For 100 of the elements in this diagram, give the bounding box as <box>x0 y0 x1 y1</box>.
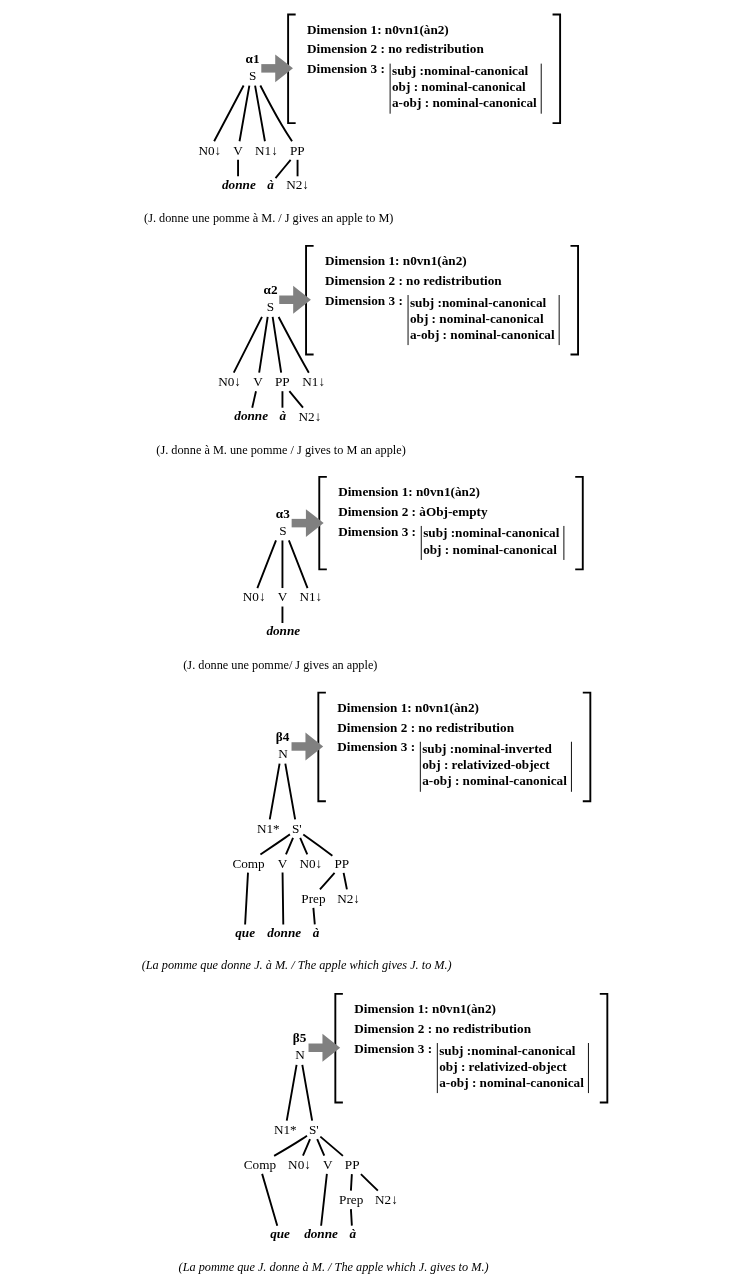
node-text: V <box>253 373 263 389</box>
connector <box>277 316 310 374</box>
connector <box>274 158 292 179</box>
node-text: S' <box>291 820 302 836</box>
connector <box>254 84 266 143</box>
node-text: N1* <box>273 1121 297 1137</box>
connector <box>316 1138 326 1157</box>
node-text: N2↓ <box>298 408 322 424</box>
connector <box>299 836 309 856</box>
node-text: PP <box>274 373 290 389</box>
label: (La pomme que donne J. à M. / The apple which gives J. to M.) <box>141 958 452 973</box>
node-text: S <box>248 67 257 83</box>
connector <box>268 762 281 821</box>
connector <box>285 1064 298 1122</box>
connector <box>251 390 257 409</box>
node-text: Comp <box>243 1156 277 1172</box>
label: (J. donne une pomme/ J gives an apple) <box>183 657 378 672</box>
connector <box>213 84 245 143</box>
connector <box>259 84 293 143</box>
connector <box>259 833 291 856</box>
node-text: PP <box>290 142 305 158</box>
node-text: N2↓ <box>286 177 309 193</box>
node-text: donne <box>267 924 302 940</box>
node-text: N1↓ <box>299 589 323 605</box>
node-text: Prep <box>339 1191 364 1207</box>
node-text: V <box>233 142 243 158</box>
connector <box>256 539 277 589</box>
connector <box>349 1208 353 1227</box>
node-text: V <box>277 855 288 871</box>
node-text: Dimension 1: n0vn1(àn2) Dimension 2 : no redistribution Dimension 3 : subj :nominal-inverted obj : relativized-object a-obj : nominal-canonical <box>337 699 567 789</box>
connector <box>271 316 283 374</box>
node-text: S <box>279 522 287 538</box>
node-text: Dimension 1: n0vn1(àn2) Dimension 2 : no redistribution Dimension 3 : subj :nominal-canonical obj : relativized-object a-obj : nominal-canonical <box>354 1000 584 1090</box>
node-text: PP <box>334 855 350 871</box>
connector <box>232 316 263 374</box>
connector <box>244 871 249 926</box>
node-text: Dimension 1: n0vn1(àn2) Dimension 2 : àObj-empty Dimension 3 : subj :nominal-canonical obj : nominal-canonical <box>338 483 560 557</box>
node-label: α2 <box>263 282 278 298</box>
connector <box>359 1173 379 1192</box>
connector <box>281 605 284 624</box>
node-text: donne <box>222 176 256 192</box>
connector <box>319 1135 344 1157</box>
connector <box>238 84 251 143</box>
node-text: V <box>277 589 288 605</box>
node-label: β5 <box>292 1030 307 1046</box>
arrow <box>291 509 324 538</box>
connector <box>281 871 285 926</box>
connector <box>301 1064 314 1122</box>
node-text: N0↓ <box>242 589 266 605</box>
node-text: Comp <box>232 855 265 871</box>
connector <box>319 871 336 891</box>
connector <box>342 871 348 891</box>
node-text: N <box>278 745 288 761</box>
node-text: N2↓ <box>337 890 360 906</box>
connector <box>273 1134 308 1157</box>
node-text: V <box>323 1156 333 1172</box>
label: (J. donne une pomme à M. / J gives an apple to M) <box>144 211 394 226</box>
connector <box>258 316 269 374</box>
label: (J. donne à M. une pomme / J gives to M an apple) <box>156 442 406 457</box>
node-text: Prep <box>301 890 326 906</box>
connector <box>284 762 297 821</box>
connector <box>281 390 284 409</box>
node-text: à <box>349 1225 357 1241</box>
node-label: α1 <box>245 50 260 66</box>
connector <box>261 1172 279 1227</box>
node-label: β4 <box>275 728 290 744</box>
node-text: PP <box>344 1156 360 1172</box>
connector <box>302 833 334 857</box>
connector <box>320 1172 328 1227</box>
node-text: donne <box>266 623 301 639</box>
connector <box>312 906 316 926</box>
node-text: donne <box>304 1225 338 1241</box>
node-text: N0↓ <box>299 855 323 871</box>
connector <box>288 390 304 409</box>
node-text: N2↓ <box>375 1191 398 1207</box>
node-text: Dimension 1: n0vn1(àn2) Dimension 2 : no redistribution Dimension 3 : subj :nominal-canonical obj : nominal-canonical a-obj : nominal-canonical <box>307 21 537 111</box>
connector <box>287 539 309 589</box>
node-text: donne <box>234 407 269 423</box>
node-text: que <box>235 924 256 940</box>
node-label: α3 <box>275 505 290 521</box>
connector <box>302 1138 311 1157</box>
node-text: à <box>279 407 287 423</box>
node-text: N0↓ <box>198 142 222 158</box>
node-text: N1* <box>256 820 280 836</box>
connector <box>237 158 239 178</box>
node-text: N1↓ <box>302 373 326 389</box>
connector <box>281 539 284 589</box>
label: (La pomme que J. donne à M. / The apple which J. gives to M.) <box>178 1259 489 1274</box>
connector <box>349 1173 353 1192</box>
node-text: N <box>295 1047 305 1063</box>
node-text: à <box>312 924 320 940</box>
connector <box>285 836 294 856</box>
node-text: N1↓ <box>255 142 278 158</box>
node-text: N0↓ <box>288 1156 311 1172</box>
node-text: Dimension 1: n0vn1(àn2) Dimension 2 : no redistribution Dimension 3 : subj :nominal-canonical obj : nominal-canonical a-obj : nominal-canonical <box>324 252 555 342</box>
node-text: à <box>267 176 274 192</box>
node-text: N0↓ <box>218 373 241 389</box>
node-text: S <box>266 299 275 315</box>
node-text: S' <box>308 1121 319 1137</box>
node-text: que <box>270 1225 290 1241</box>
